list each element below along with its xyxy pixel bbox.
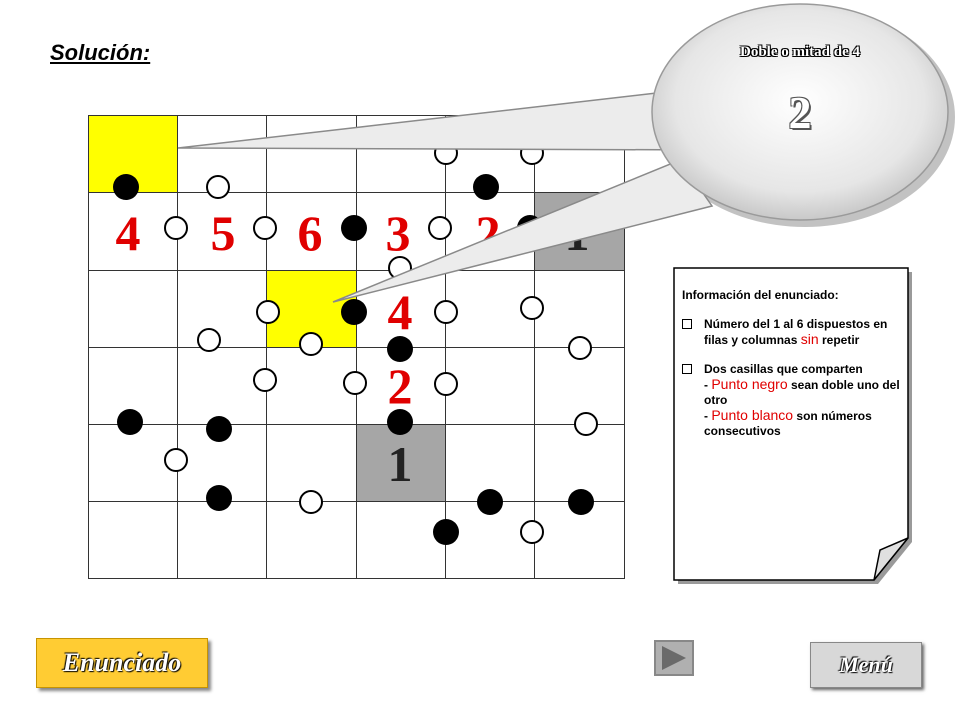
white-dot xyxy=(388,256,412,280)
white-dot xyxy=(434,372,458,396)
black-dot xyxy=(517,215,543,241)
white-dot xyxy=(197,328,221,352)
white-dot xyxy=(343,371,367,395)
black-dot xyxy=(387,409,413,435)
checkbox-bullet-icon xyxy=(682,319,692,329)
grid-number: 3 xyxy=(385,205,411,261)
info-bullet-2: Dos casillas que comparten xyxy=(682,362,900,377)
grid-cell xyxy=(88,501,178,579)
white-dot-rule: - Punto blanco son números consecutivos xyxy=(704,407,872,439)
white-dot xyxy=(434,141,458,165)
white-dot xyxy=(299,332,323,356)
callout-value: 2 xyxy=(788,87,812,138)
black-dot xyxy=(117,409,143,435)
grid-cell xyxy=(266,115,357,193)
grid-number: 5 xyxy=(210,205,236,261)
white-dot xyxy=(299,490,323,514)
grid-cell xyxy=(177,270,267,348)
black-dot xyxy=(206,485,232,511)
grid-number: 6 xyxy=(297,205,323,261)
white-dot xyxy=(256,300,280,324)
grid-cell xyxy=(88,270,178,348)
enunciado-button[interactable]: Enunciado xyxy=(36,638,208,688)
black-dot xyxy=(341,299,367,325)
black-dot xyxy=(387,336,413,362)
white-dot xyxy=(164,448,188,472)
black-dot-rule: - Punto negro sean doble uno del otro xyxy=(704,376,900,408)
grid-number: 1 xyxy=(387,436,413,492)
black-dot xyxy=(341,215,367,241)
black-dot xyxy=(473,174,499,200)
info-heading: Información del enunciado: xyxy=(682,288,839,302)
grid-cell xyxy=(356,115,446,193)
black-dot xyxy=(206,416,232,442)
play-arrow-icon xyxy=(662,646,686,670)
grid-cell xyxy=(445,347,535,425)
black-dot xyxy=(113,174,139,200)
white-dot xyxy=(568,336,592,360)
white-dot xyxy=(434,300,458,324)
white-dot xyxy=(206,175,230,199)
grid-cell xyxy=(177,347,267,425)
white-dot xyxy=(520,141,544,165)
menu-button[interactable]: Menú xyxy=(810,642,922,688)
grid-number: 2 xyxy=(475,205,501,261)
white-dot xyxy=(520,296,544,320)
puzzle-grid: 4 5 6 3 2 1 4 2 1 xyxy=(88,115,625,579)
checkbox-bullet-icon xyxy=(682,364,692,374)
white-dot xyxy=(520,520,544,544)
grid-number: 2 xyxy=(387,358,413,414)
info-panel: Información del enunciado: Número del 1 … xyxy=(672,266,912,584)
white-dot xyxy=(428,216,452,240)
white-dot xyxy=(164,216,188,240)
page-title: Solución: xyxy=(50,40,151,65)
grid-number: 1 xyxy=(564,205,590,261)
black-dot xyxy=(477,489,503,515)
grid-cell xyxy=(534,115,625,193)
grid-cell xyxy=(177,501,267,579)
grid-number: 4 xyxy=(387,284,413,340)
callout-title: Doble o mitad de 4 xyxy=(740,44,860,60)
black-dot xyxy=(433,519,459,545)
next-button[interactable] xyxy=(654,640,694,676)
white-dot xyxy=(574,412,598,436)
white-dot xyxy=(253,368,277,392)
black-dot xyxy=(568,489,594,515)
grid-cell xyxy=(356,501,446,579)
grid-number: 4 xyxy=(115,205,141,261)
white-dot xyxy=(253,216,277,240)
info-bullet-1: Número del 1 al 6 dispuestos en filas y … xyxy=(682,317,900,348)
